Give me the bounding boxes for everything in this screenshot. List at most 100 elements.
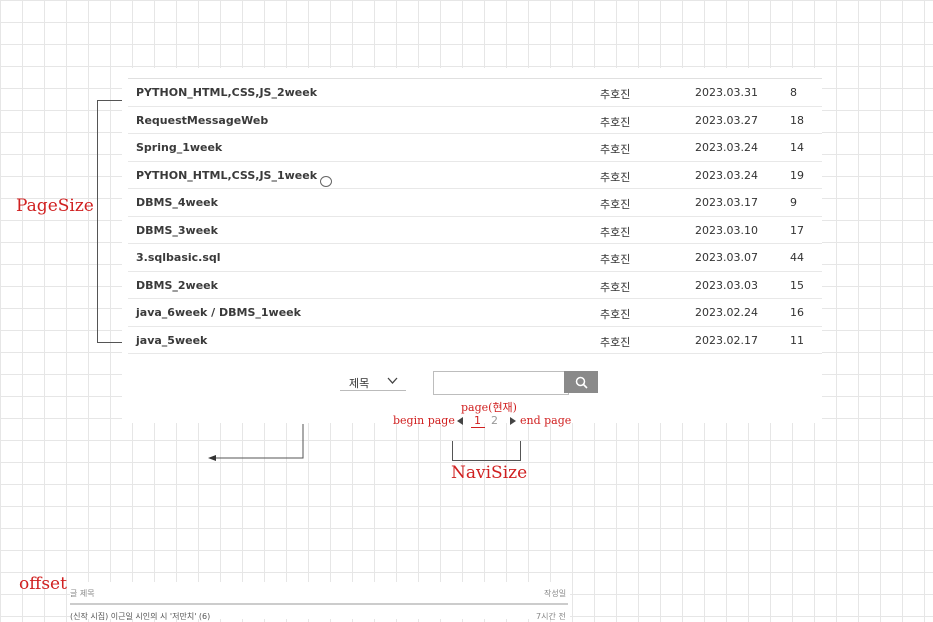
page-link-current[interactable]: 1: [474, 414, 481, 427]
table-row[interactable]: RequestMessageWeb 추호진 2023.03.27 18: [128, 107, 822, 134]
post-date-text: 2023.02.17: [695, 333, 758, 347]
post-title[interactable]: 3.sqlbasic.sql: [136, 251, 221, 264]
post-author: 추호진: [600, 334, 630, 350]
post-date: 2023.03.27: [695, 114, 758, 127]
post-title[interactable]: java_6week / DBMS_1week: [136, 306, 301, 319]
post-title[interactable]: PYTHON_HTML,CSS,JS_1week: [136, 168, 333, 187]
post-view-count: 16: [790, 306, 804, 319]
triangle-right-icon[interactable]: [509, 417, 516, 425]
current-page-underline: [471, 427, 485, 428]
navi-size-label: NaviSize: [451, 463, 528, 483]
bottom-header-divider: [70, 603, 568, 605]
post-view-count: 8: [790, 86, 797, 99]
post-title[interactable]: java_5week: [136, 334, 207, 347]
table-row[interactable]: DBMS_3week 추호진 2023.03.10 17: [128, 217, 822, 244]
post-view-count: 11: [790, 334, 804, 347]
end-page-label: end page: [520, 414, 572, 427]
table-row[interactable]: DBMS_4week 추호진 2023.03.17 9: [128, 189, 822, 217]
post-title[interactable]: DBMS_4week: [136, 196, 218, 209]
search-icon: [575, 376, 588, 389]
page-link[interactable]: 2: [491, 414, 498, 427]
post-title-text: PYTHON_HTML,CSS,JS_2week: [136, 86, 318, 99]
post-date: 2023.03.17: [695, 196, 758, 209]
post-view-count-text: 16: [790, 306, 804, 319]
search-field-select[interactable]: 제목: [340, 372, 406, 391]
table-row[interactable]: PYTHON_HTML,CSS,JS_2week 추호진 2023.03.31 8: [128, 79, 822, 107]
post-author-text: 추호진: [600, 308, 631, 321]
post-view-count-text: 17: [790, 223, 804, 237]
post-view-count-text: 44: [790, 251, 804, 264]
post-date-text: 2023.03.07: [695, 251, 758, 264]
post-view-count: 19: [790, 169, 804, 182]
post-date-text: 2023.03.03: [695, 278, 758, 292]
search-button[interactable]: [564, 371, 598, 393]
search-input[interactable]: [433, 371, 569, 395]
post-author-text: 추호진: [600, 143, 631, 156]
post-author: 추호진: [600, 114, 630, 130]
post-date-text: 2023.03.17: [695, 196, 758, 209]
post-view-count: 44: [790, 251, 804, 264]
post-view-count-text: 8: [790, 86, 797, 99]
post-author-text: 추호진: [600, 88, 631, 101]
post-title-text: java_6week / DBMS_1week: [136, 306, 301, 319]
post-author-text: 추호진: [600, 170, 631, 184]
bottom-header-title: 글 제목: [70, 589, 95, 598]
post-view-count: 9: [790, 196, 797, 209]
current-page-label: page(현재): [461, 401, 517, 414]
post-title[interactable]: RequestMessageWeb: [136, 114, 268, 127]
post-title[interactable]: PYTHON_HTML,CSS,JS_2week: [136, 86, 317, 99]
post-title-text: DBMS_3week: [136, 223, 218, 237]
bottom-row-time: 7시간 전: [536, 612, 566, 621]
table-row[interactable]: java_6week / DBMS_1week 추호진 2023.02.24 16: [128, 299, 822, 327]
table-row[interactable]: 3.sqlbasic.sql 추호진 2023.03.07 44: [128, 244, 822, 272]
post-date: 2023.02.24: [695, 306, 758, 319]
post-title[interactable]: DBMS_2week: [136, 279, 218, 292]
post-author: 추호진: [600, 86, 630, 102]
post-date: 2023.03.10: [695, 224, 758, 237]
table-row[interactable]: java_5week 추호진 2023.02.17 11: [128, 327, 822, 354]
select-underline: [340, 390, 406, 391]
post-title-text: 3.sqlbasic.sql: [136, 251, 221, 264]
post-date: 2023.02.17: [695, 334, 758, 347]
offset-label: offset: [19, 574, 67, 594]
post-title-text: DBMS_2week: [136, 278, 218, 292]
post-date: 2023.03.07: [695, 251, 758, 264]
post-author: 추호진: [600, 196, 630, 212]
post-view-count-text: 18: [790, 113, 804, 127]
post-view-count-text: 11: [790, 333, 804, 347]
post-date-text: 2023.03.31: [695, 86, 758, 99]
post-date-text: 2023.03.10: [695, 223, 758, 237]
post-view-count: 15: [790, 279, 804, 292]
post-title[interactable]: Spring_1week: [136, 141, 222, 154]
chevron-down-icon: [387, 377, 398, 384]
post-view-count: 17: [790, 224, 804, 237]
triangle-left-icon[interactable]: [457, 417, 464, 425]
bottom-header-author: 작성일: [544, 589, 567, 598]
post-title-text: RequestMessageWeb: [136, 113, 269, 127]
post-author: 추호진: [600, 251, 630, 267]
post-title[interactable]: DBMS_3week: [136, 224, 218, 237]
post-date: 2023.03.31: [695, 86, 758, 99]
bottom-row-title[interactable]: (신작 시집) 이근일 시인의 시 '저만치' (6): [70, 612, 211, 621]
post-author-text: 추호진: [600, 198, 631, 211]
begin-page-label: begin page: [393, 414, 455, 427]
table-row[interactable]: PYTHON_HTML,CSS,JS_1week 추호진 2023.03.24 19: [128, 162, 822, 189]
post-date: 2023.03.24: [695, 141, 758, 154]
page-size-label: PageSize: [16, 196, 94, 216]
post-title-text: Spring_1week: [136, 141, 223, 154]
post-view-count: 18: [790, 114, 804, 127]
elbow-arrow: [208, 424, 304, 461]
post-author: 추호진: [600, 224, 630, 240]
post-title-text: PYTHON_HTML,CSS,JS_1week: [136, 168, 318, 182]
post-date-text: 2023.03.27: [695, 113, 758, 127]
post-author-text: 추호진: [600, 335, 631, 349]
post-author-text: 추호진: [600, 253, 631, 266]
post-view-count-text: 15: [790, 278, 804, 292]
post-date-text: 2023.03.24: [695, 168, 758, 182]
post-author-text: 추호진: [600, 115, 631, 129]
post-view-count-text: 19: [790, 168, 804, 182]
post-view-count-text: 9: [790, 196, 797, 209]
